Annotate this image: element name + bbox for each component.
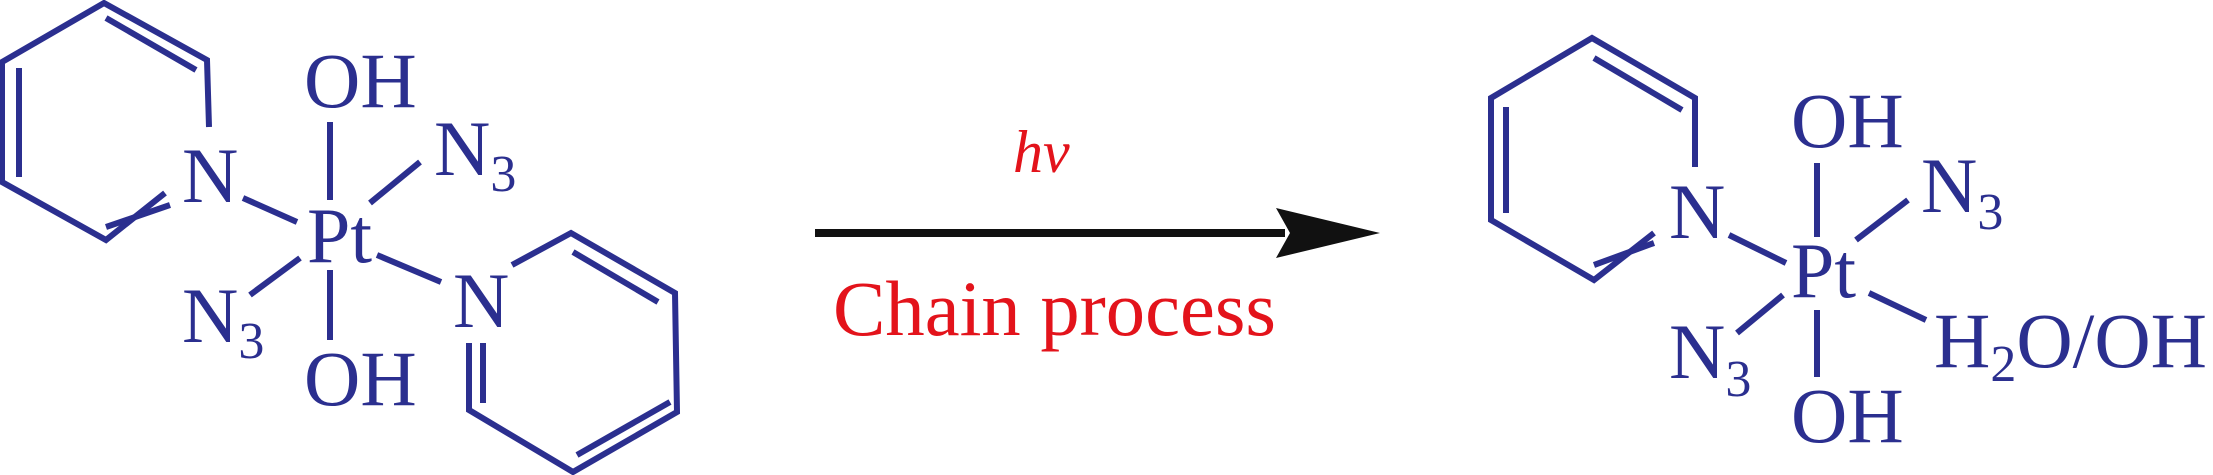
azide-subscript: 3	[1977, 184, 2003, 241]
hydroxide-top: OH	[304, 37, 417, 124]
n-pt-bond	[241, 195, 299, 225]
pyridine-ring-2	[466, 229, 681, 475]
reaction-arrow-group: hv Chain process	[815, 119, 1380, 352]
azide-ligand-1: N3	[1921, 142, 2003, 241]
azide-ligand-2: N3	[182, 272, 264, 370]
platinum-center: Pt	[307, 192, 372, 279]
hydroxide-bottom: OH	[1791, 372, 1904, 459]
azide-ligand-2: N3	[1669, 308, 1751, 408]
pyridine-nitrogen-2: N	[453, 257, 509, 344]
azide-subscript: 3	[238, 313, 264, 370]
n-pt-bond	[1727, 232, 1788, 266]
pt-azide-bond-1	[368, 159, 422, 206]
hydroxide-top: OH	[1791, 77, 1904, 164]
pt-n-bond-2	[375, 252, 443, 285]
azide-element: N	[1921, 142, 1977, 229]
pt-azide-bond-2	[248, 255, 302, 298]
pyridine-nitrogen-1: N	[182, 132, 238, 219]
aqua-suffix: O/OH	[2016, 297, 2207, 384]
double-bond	[105, 202, 171, 230]
pyridine-ring-1	[0, 0, 212, 244]
pt-aqua-bond	[1867, 290, 1928, 323]
pyridine-nitrogen: N	[1669, 168, 1725, 255]
double-bond	[571, 249, 660, 305]
aqua-h: H	[1934, 297, 1990, 384]
ring-bonds	[466, 229, 681, 475]
azide-subscript: 3	[490, 146, 516, 203]
double-bond	[1592, 55, 1684, 113]
hydroxide-bottom: OH	[304, 335, 417, 422]
aqua-hydroxo-ligand: H2O/OH	[1934, 297, 2207, 393]
double-bond	[1592, 240, 1656, 268]
azide-element: N	[182, 272, 238, 359]
product-molecule: N Pt OH N3 H2O/OH N3 OH	[1488, 34, 2207, 459]
double-bond	[575, 399, 672, 458]
condition-chain-process: Chain process	[833, 265, 1276, 352]
azide-ligand-1: N3	[434, 105, 516, 203]
azide-element: N	[434, 105, 490, 192]
azide-element: N	[1669, 308, 1725, 395]
ring-bonds	[1488, 34, 1698, 284]
double-bond	[104, 15, 198, 73]
ring-bonds	[0, 0, 212, 244]
azide-subscript: 3	[1725, 351, 1751, 408]
pt-azide-bond-1	[1854, 197, 1910, 243]
platinum-center: Pt	[1791, 227, 1856, 314]
pyridine-ring	[1488, 34, 1698, 284]
aqua-subscript: 2	[1990, 336, 2016, 393]
arrow-head	[1276, 208, 1380, 258]
condition-light: hv	[1013, 119, 1070, 185]
reactant-molecule: N Pt OH N3 N N3 OH	[0, 0, 681, 475]
pt-azide-bond-2	[1735, 292, 1785, 336]
